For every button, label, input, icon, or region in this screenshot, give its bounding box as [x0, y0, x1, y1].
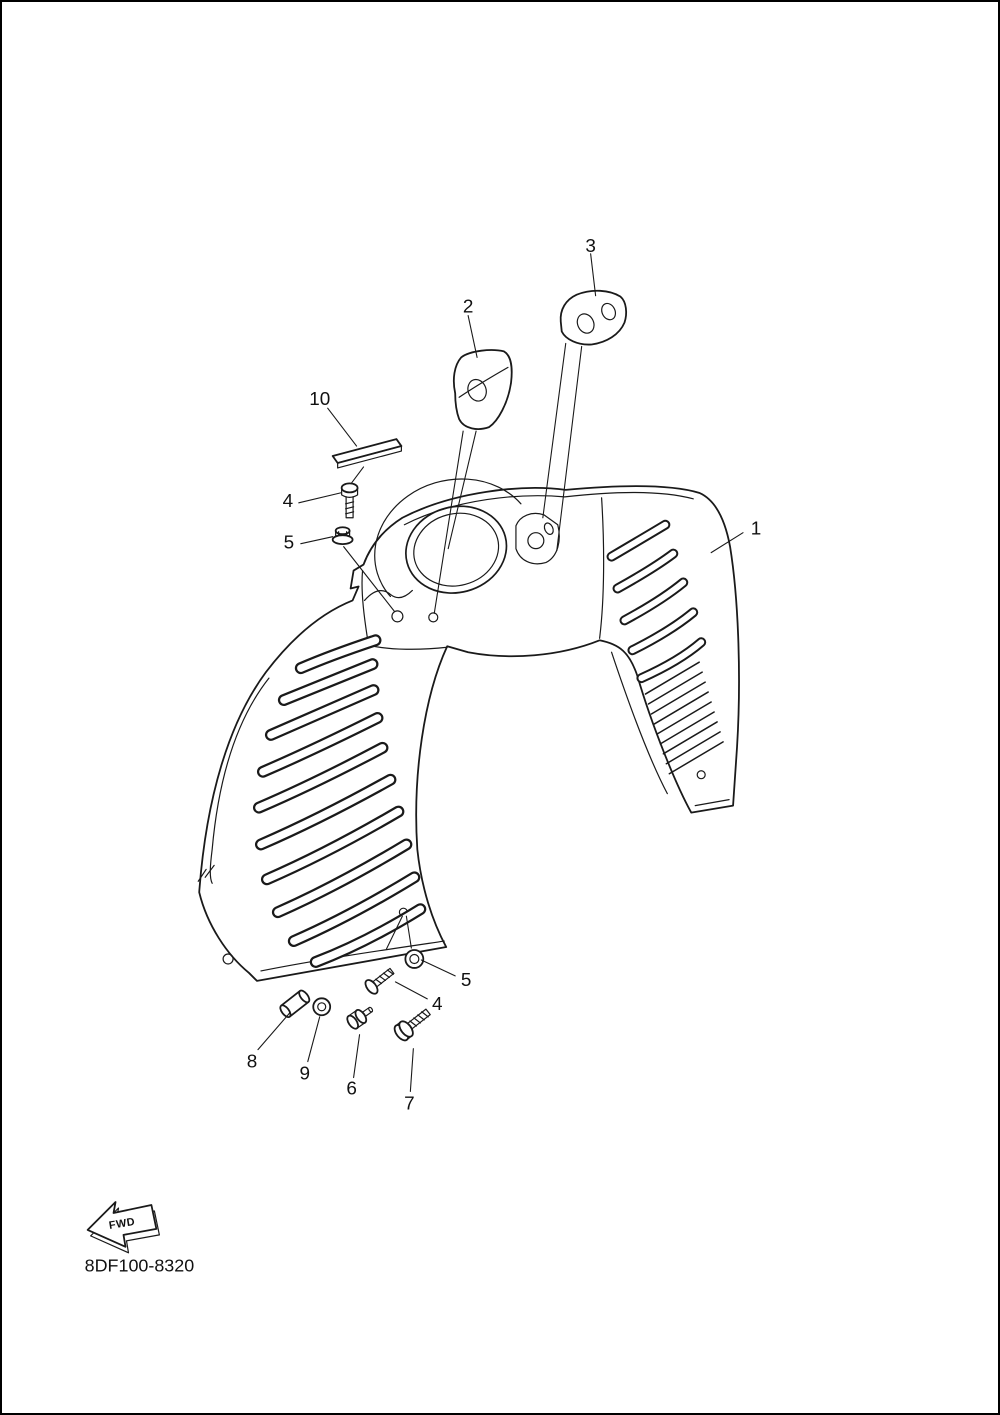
callout-7: 7 [404, 1093, 415, 1114]
callout-10: 10 [309, 389, 330, 410]
recess-detail-line [363, 589, 413, 602]
seal-strip-part-10 [331, 438, 403, 484]
plate-hole-left [576, 313, 595, 334]
left-leg-flange-line [209, 677, 270, 884]
right-leg-hole [696, 770, 706, 780]
callout-8: 8 [247, 1052, 258, 1073]
callout-4-bottom: 4 [432, 994, 443, 1015]
plate-part-3 [542, 289, 628, 552]
bracket-hole [467, 378, 487, 402]
callout-leader-lines [257, 253, 744, 1093]
top-right-bracket [515, 512, 560, 565]
left-leg-bottom-line [260, 940, 445, 972]
plate-hole-right [601, 302, 617, 321]
lower-assembly-lines [385, 915, 412, 950]
washer-part-5-bottom [404, 949, 425, 969]
washer-part-9 [312, 997, 332, 1017]
screw-boss-left [391, 610, 404, 623]
callout-9: 9 [300, 1064, 311, 1085]
screw-part-4-top [340, 482, 359, 519]
top-right-bracket-slot [543, 522, 554, 535]
fwd-arrow: FWD [86, 1201, 160, 1254]
top-box-right-edge [599, 497, 605, 639]
callout-2: 2 [463, 297, 474, 318]
right-leg-bottom-line [694, 799, 730, 807]
bolt-part-6 [346, 1006, 374, 1030]
top-right-bracket-hole [527, 532, 545, 550]
bracket-part-2 [433, 349, 513, 614]
callout-5-top: 5 [284, 533, 295, 554]
fwd-label: FWD [108, 1216, 136, 1232]
right-leg-hatch-band [644, 661, 724, 775]
callout-4-top: 4 [283, 491, 294, 512]
main-cover-part-1 [197, 478, 740, 982]
callout-6: 6 [346, 1078, 357, 1099]
part-code: 8DF100-8320 [85, 1256, 195, 1276]
right-leg-inner-line [610, 651, 668, 795]
fan-opening-outer-rim [405, 505, 508, 594]
callout-1: 1 [751, 519, 762, 540]
callout-3: 3 [585, 236, 596, 257]
screw-boss-center [428, 612, 439, 623]
screw-part-4-bottom [364, 967, 395, 995]
right-louver-slots [606, 519, 707, 684]
screw-part-7 [393, 1008, 431, 1042]
fan-opening-inner-rim [413, 512, 500, 587]
collar-part-8 [279, 989, 311, 1018]
opening-recess-arc [374, 478, 522, 598]
foot-step-lines [197, 864, 215, 882]
callout-5-bottom: 5 [461, 970, 472, 991]
nut-part-5-top [331, 526, 395, 612]
foot-hole [222, 953, 234, 965]
left-louver-slots [252, 634, 427, 968]
